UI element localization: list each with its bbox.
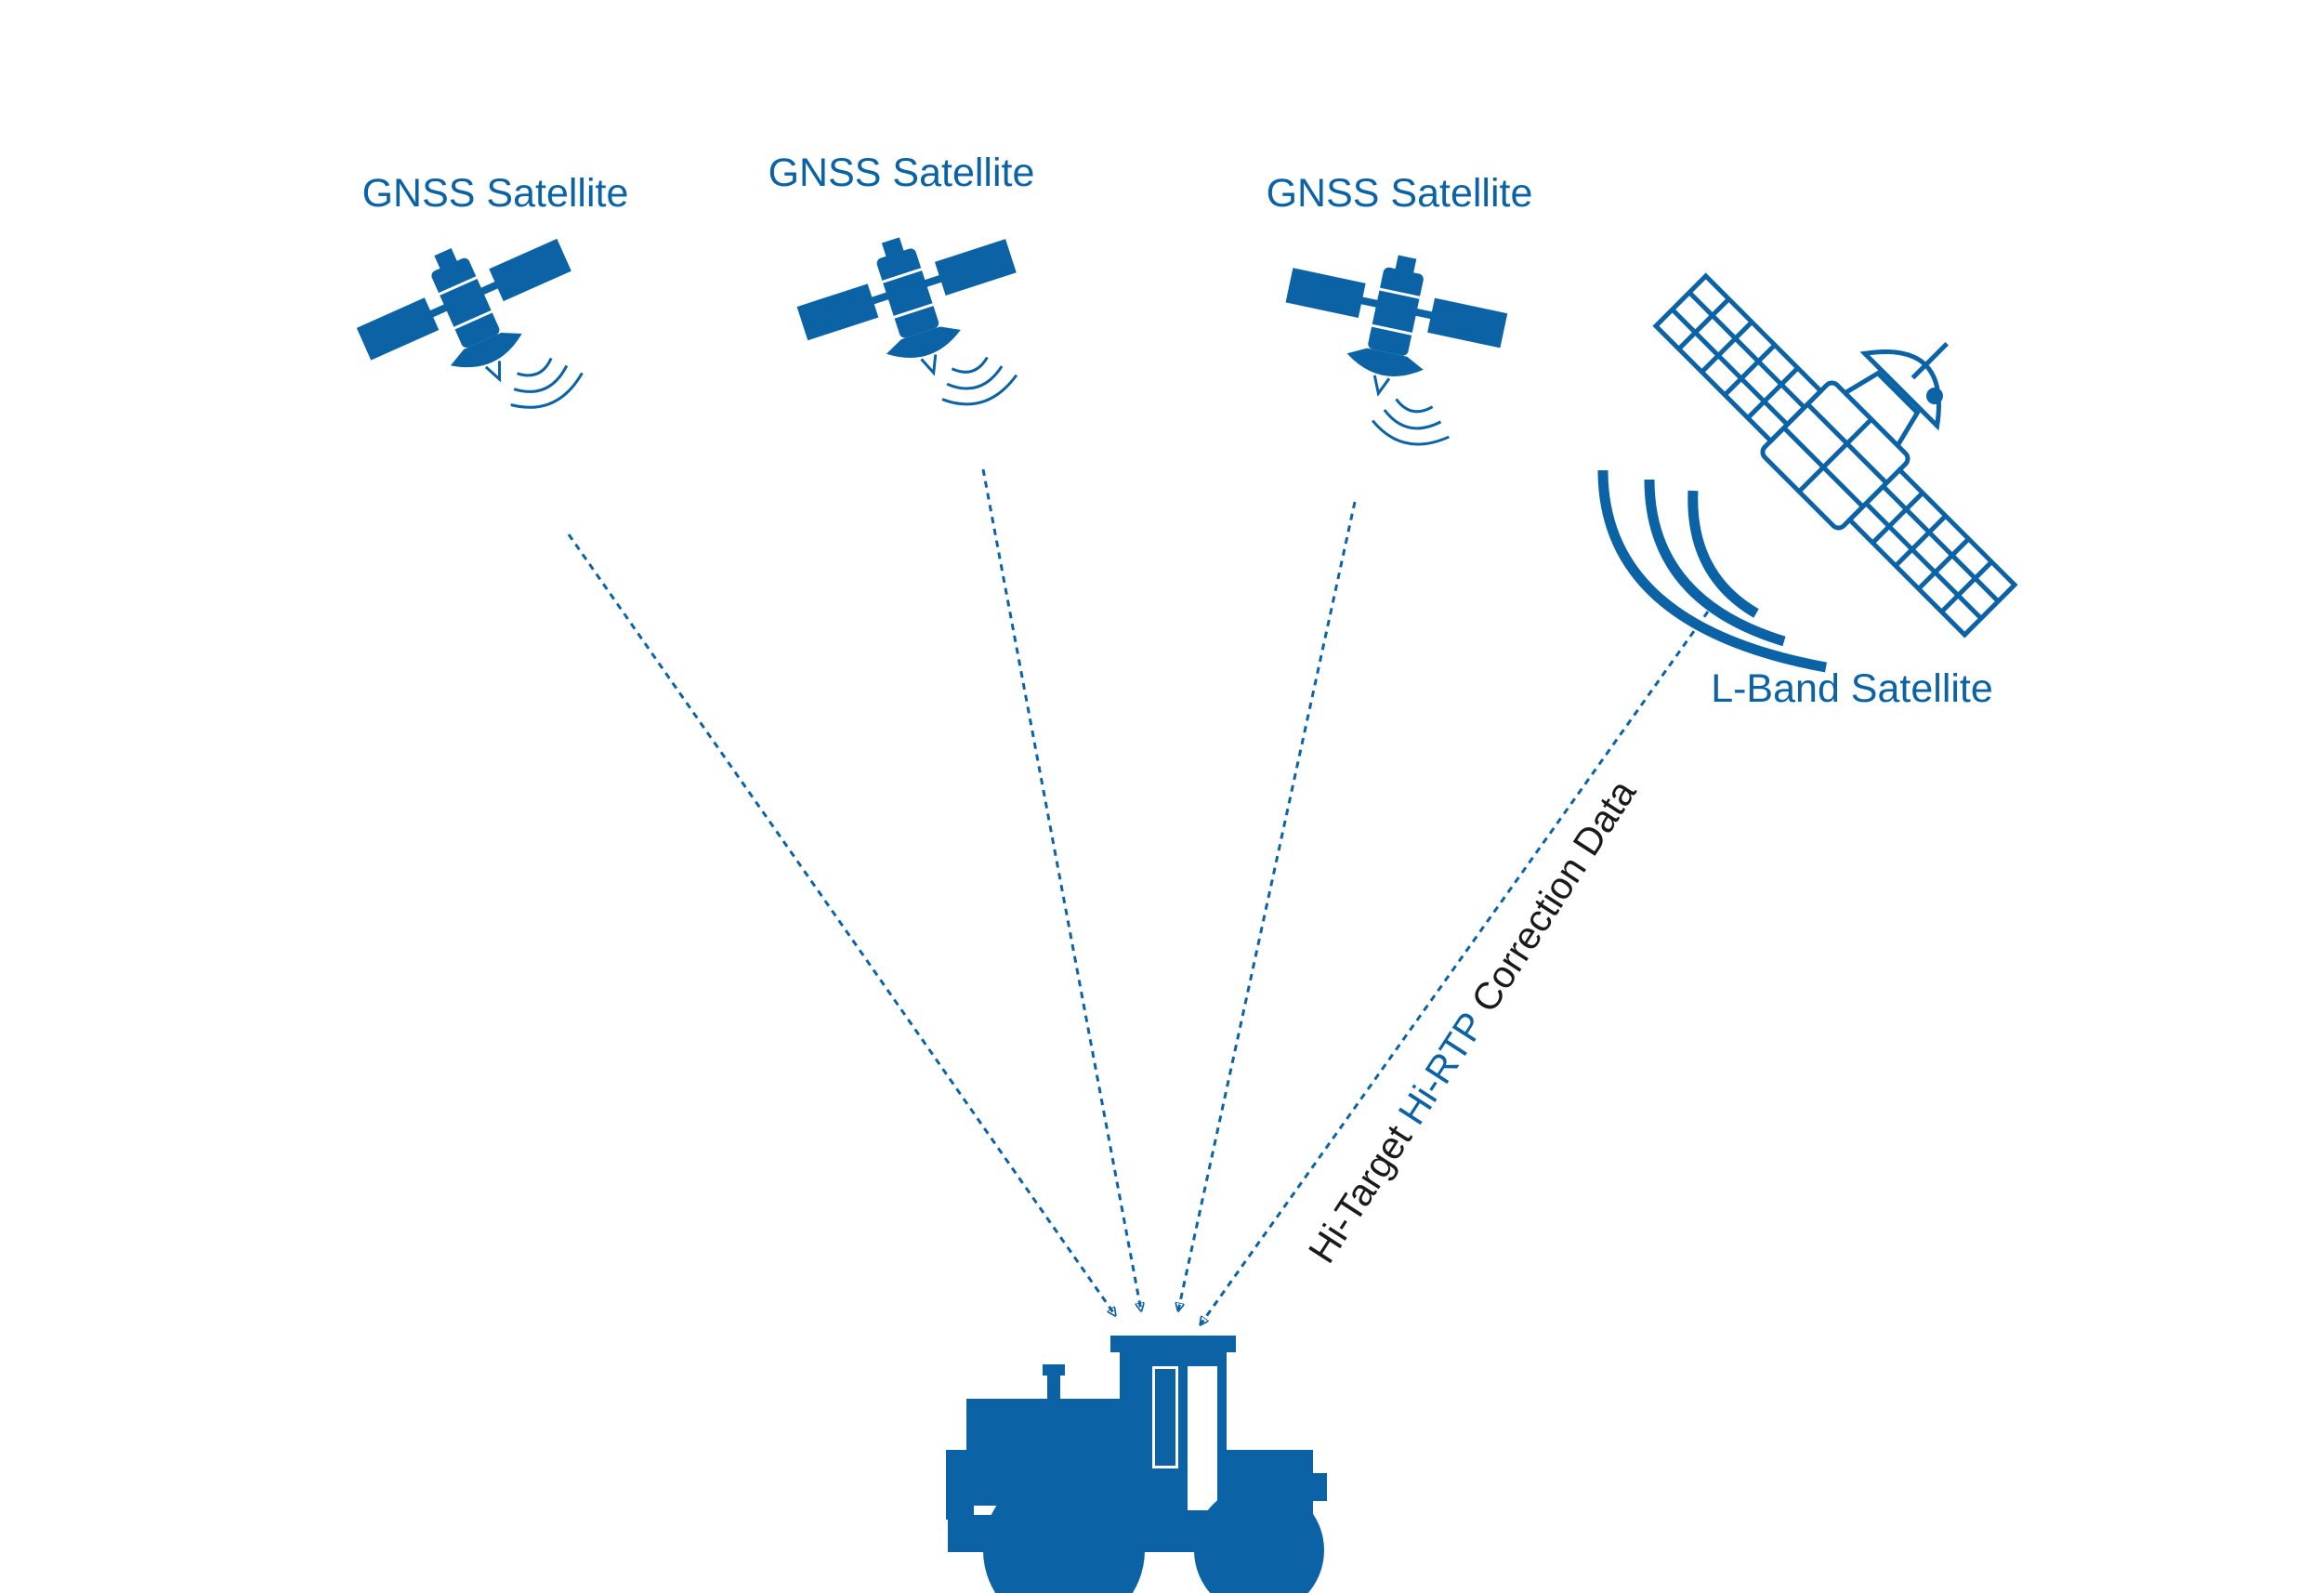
- gnss-satellite-icon-2: [784, 204, 1053, 449]
- gnss-satellite-icon-3: [1260, 232, 1517, 460]
- tractor-icon: [946, 1336, 1327, 1593]
- correction-data-label: Hi-Target Hi-RTP Correction Data: [1300, 772, 1644, 1270]
- signal-path-correction: [1201, 611, 1710, 1324]
- l-band-satellite-icon: [1597, 272, 2018, 673]
- signal-path-3: [1178, 501, 1357, 1310]
- correction-highlight: Hi-RTP: [1390, 1005, 1493, 1132]
- gnss-satellite-label-3: GNSS Satellite: [1267, 171, 1533, 216]
- l-band-satellite-label: L-Band Satellite: [1711, 666, 1993, 711]
- signal-path-2: [981, 468, 1141, 1310]
- signal-path-1: [567, 533, 1115, 1315]
- correction-suffix: Correction Data: [1457, 772, 1644, 1029]
- gnss-satellite-label-1: GNSS Satellite: [362, 171, 629, 216]
- correction-prefix: Hi-Target: [1300, 1109, 1425, 1270]
- gnss-satellite-icon-1: [341, 205, 619, 465]
- gnss-satellite-label-2: GNSS Satellite: [768, 151, 1035, 195]
